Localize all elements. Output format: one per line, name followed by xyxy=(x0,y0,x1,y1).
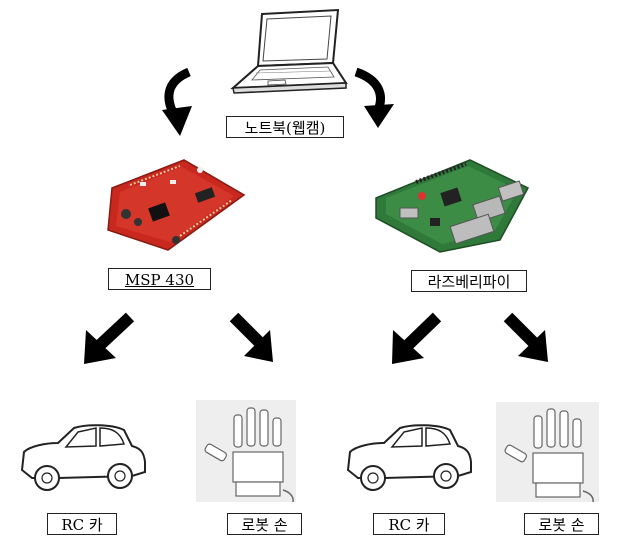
msp430-board-icon xyxy=(107,159,246,251)
arrow-rpi-to-hand-right xyxy=(503,312,548,362)
robot-hand-icon xyxy=(196,400,296,503)
node-label-laptop: 노트북(웹캠) xyxy=(226,116,344,138)
arrow-rpi-to-rc-right xyxy=(392,312,442,364)
node-label-msp430: MSP 430 xyxy=(108,268,211,290)
node-label-robot-hand-left: 로봇 손 xyxy=(227,513,302,535)
arrow-msp-to-hand-left xyxy=(229,312,273,362)
laptop-icon xyxy=(230,8,348,94)
msp430-label-text: MSP 430 xyxy=(124,271,195,289)
node-label-raspberry-pi: 라즈베리파이 xyxy=(411,270,527,292)
robot-hand-icon xyxy=(496,402,599,503)
raspberry-pi-icon xyxy=(375,159,530,253)
arrow-laptop-to-msp xyxy=(162,67,192,136)
arrow-msp-to-rc-left xyxy=(84,312,135,364)
node-label-rc-car-right: RC 카 xyxy=(373,513,445,535)
car-icon xyxy=(20,424,146,491)
node-label-rc-car-left: RC 카 xyxy=(47,513,117,535)
arrow-laptop-to-rpi xyxy=(354,67,394,128)
node-label-robot-hand-right: 로봇 손 xyxy=(524,513,599,535)
car-icon xyxy=(346,424,472,491)
